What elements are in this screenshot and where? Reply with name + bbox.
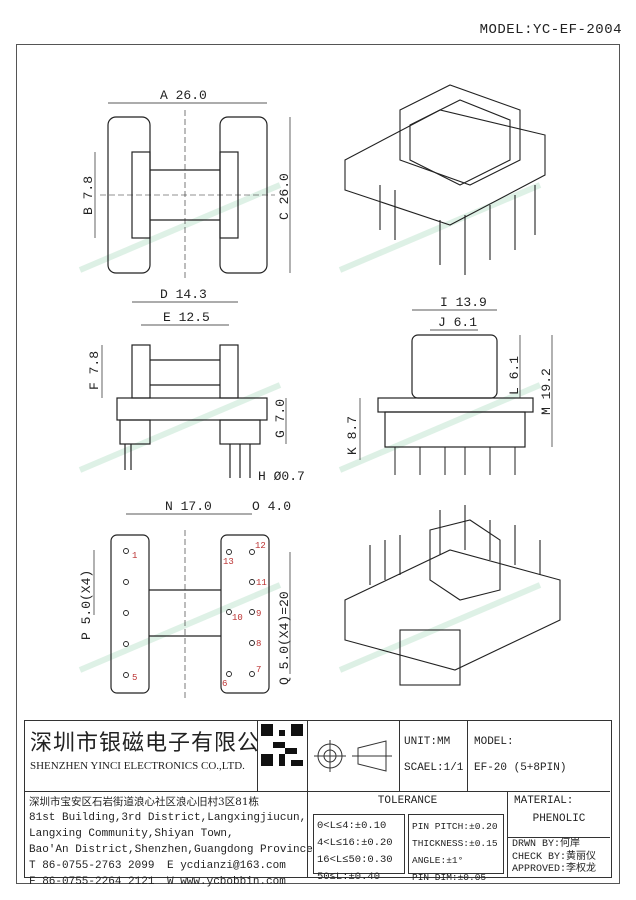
model-label: MODEL: xyxy=(474,736,514,748)
approved-by: APPROVED:李权龙 xyxy=(512,864,597,875)
dim-n: N 17.0 xyxy=(165,499,212,514)
front-view: D 14.3 E 12.5 F 7.8 G 7.0 H Ø0.7 xyxy=(87,287,305,484)
pin-label: 9 xyxy=(256,609,261,619)
isometric-view-bottom xyxy=(344,505,561,686)
dim-o: O 4.0 xyxy=(252,499,291,514)
dim-f: F 7.8 xyxy=(87,351,102,390)
qr-code xyxy=(257,721,307,791)
scale-label: SCAEL:1/1 xyxy=(404,762,464,774)
website: W www.ycbobbin.com xyxy=(167,876,286,888)
pin-label: 7 xyxy=(256,665,261,675)
isometric-view-top xyxy=(344,84,546,275)
tolerance-row: THICKNESS:±0.15 xyxy=(412,838,498,849)
dim-a: A 26.0 xyxy=(160,88,207,103)
dim-p: P 5.0(X4) xyxy=(79,570,94,640)
fax: F 86-0755-2264 2121 xyxy=(29,876,155,888)
top-view: A 26.0 B 7.8 C 26.0 xyxy=(81,88,292,280)
dim-c: C 26.0 xyxy=(277,173,292,220)
email: E ycdianzi@163.com xyxy=(167,860,286,872)
projection-symbol xyxy=(307,721,399,791)
tolerance-row: 4<L≤16:±0.20 xyxy=(317,837,393,849)
telephone: T 86-0755-2763 2099 xyxy=(29,860,155,872)
tolerance-row: PIN PITCH:±0.20 xyxy=(412,821,498,832)
title-block: 深圳市银磁电子有限公司 SHENZHEN YINCI ELECTRONICS C… xyxy=(24,720,612,888)
side-view: I 13.9 J 6.1 L 6.1 M 19.2 K 8.7 xyxy=(345,295,554,475)
tolerance-row: 50≤L:±0.40 xyxy=(317,871,381,883)
dim-i: I 13.9 xyxy=(440,295,487,310)
drawing-frame xyxy=(16,44,620,884)
dim-k: K 8.7 xyxy=(345,416,360,455)
tolerance-row: 16<L≤50:0.30 xyxy=(317,854,393,866)
dim-g: G 7.0 xyxy=(273,399,288,438)
pin-label: 1 xyxy=(132,551,137,561)
pin-label: 12 xyxy=(255,541,266,551)
tolerance-row: 0<L≤4:±0.10 xyxy=(317,820,387,832)
dim-q: Q 5.0(X4)=20 xyxy=(277,591,292,685)
model-value: EF-20 (5+8PIN) xyxy=(474,762,567,774)
pin-label: 6 xyxy=(222,679,227,689)
pin-label: 13 xyxy=(223,557,234,567)
unit-scale-cell: UNIT:MM SCAEL:1/1 xyxy=(399,721,467,791)
dim-m: M 19.2 xyxy=(539,368,554,415)
address-line: Bao'An District,Shenzhen,Guangdong Provi… xyxy=(29,844,313,856)
bottom-view: 1 5 6 7 8 9 10 11 12 13 N 17.0 O 4.0 P 5… xyxy=(79,499,292,700)
company-name-cn: 深圳市银磁电子有限公司 xyxy=(30,731,284,756)
company-block: 深圳市银磁电子有限公司 SHENZHEN YINCI ELECTRONICS C… xyxy=(25,721,284,791)
material-value: PHENOLIC xyxy=(532,813,586,825)
pin-label: 10 xyxy=(232,613,243,623)
unit-label: UNIT:MM xyxy=(404,736,451,748)
material-cell: MATERIAL: PHENOLIC xyxy=(507,791,610,837)
approval-cell: DRWN BY:何岸 CHECK BY:黄丽仪 APPROVED:李权龙 xyxy=(507,837,610,877)
company-name-en: SHENZHEN YINCI ELECTRONICS CO.,LTD. xyxy=(30,760,245,772)
dim-l: L 6.1 xyxy=(507,356,522,395)
material-label: MATERIAL: xyxy=(514,795,574,807)
tolerance-row: PIN DIM:±0.05 xyxy=(412,872,487,883)
address-block: 深圳市宝安区石岩街道浪心社区浪心旧村3区81栋 81st Building,3r… xyxy=(25,791,313,888)
dim-d: D 14.3 xyxy=(160,287,207,302)
tolerance-title: TOLERANCE xyxy=(377,795,438,807)
drawing-model-number: MODEL:YC-EF-2004 xyxy=(479,22,622,38)
dim-e: E 12.5 xyxy=(163,310,210,325)
tolerance-row: ANGLE:±1° xyxy=(412,855,464,866)
drawn-by: DRWN BY:何岸 xyxy=(512,839,581,850)
tolerance-length-table: 0<L≤4:±0.10 4<L≤16:±0.20 16<L≤50:0.30 50… xyxy=(313,814,405,883)
address-line: Langxing Community,Shiyan Town, xyxy=(29,828,234,840)
address-cn: 深圳市宝安区石岩街道浪心社区浪心旧村3区81栋 xyxy=(29,796,260,808)
dim-h: H Ø0.7 xyxy=(258,469,305,484)
dim-j: J 6.1 xyxy=(438,315,477,330)
pin-label: 11 xyxy=(256,578,267,588)
model-cell: MODEL: EF-20 (5+8PIN) xyxy=(467,721,610,791)
check-by: CHECK BY:黄丽仪 xyxy=(512,851,597,863)
address-line: 81st Building,3rd District,Langxingjiucu… xyxy=(29,812,307,824)
dim-b: B 7.8 xyxy=(81,176,96,215)
pin-label: 8 xyxy=(256,639,261,649)
tolerance-block: TOLERANCE 0<L≤4:±0.10 4<L≤16:±0.20 16<L≤… xyxy=(307,791,507,883)
tolerance-feature-table: PIN PITCH:±0.20 THICKNESS:±0.15 ANGLE:±1… xyxy=(408,814,504,883)
technical-drawing: A 26.0 B 7.8 C 26.0 D 14.3 E 12.5 F 7.8 … xyxy=(78,84,561,700)
pin-label: 5 xyxy=(132,673,137,683)
